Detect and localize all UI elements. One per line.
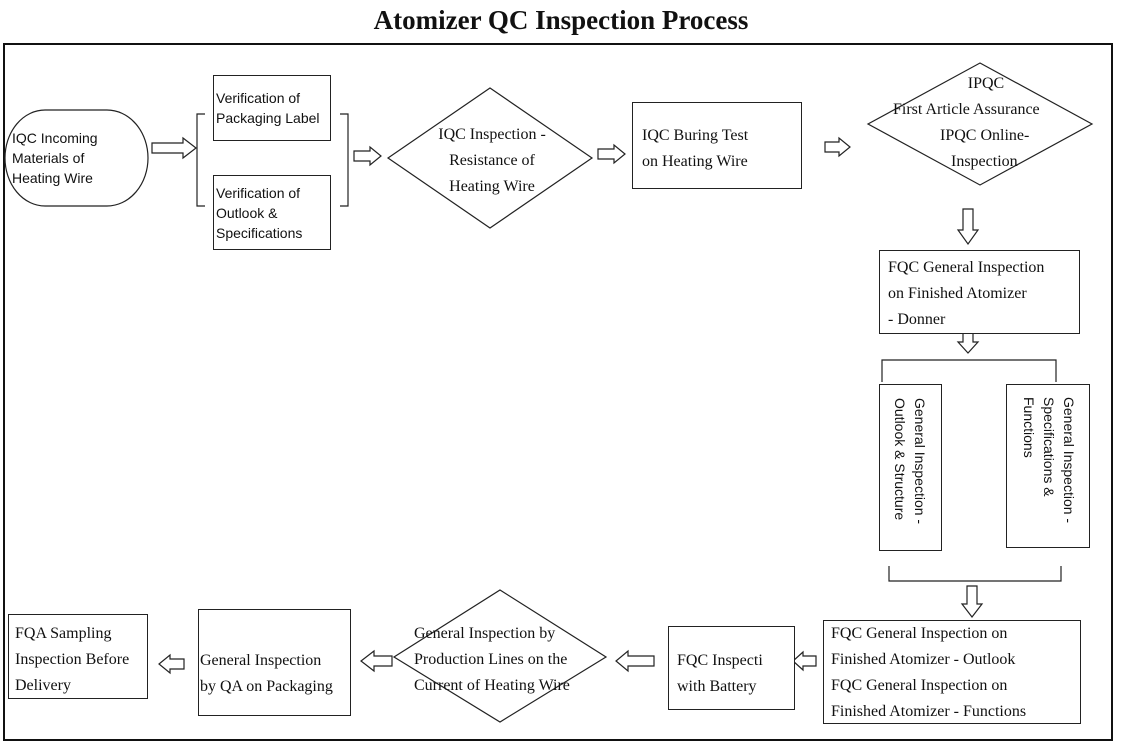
iqc-resistance-text: IQC Inspection - Resistance of Heating W… [438,126,546,195]
verify-label-text: Verification of Packaging Label [216,90,320,126]
gi-outlook-text: General Inspection - Outlook & Structure [892,398,928,525]
bracket-bottom-general [888,566,1062,582]
terminator-shape [4,109,149,207]
fqc-outlook-functions-text: FQC General Inspection on Finished Atomi… [831,625,1027,720]
gi-production-text: General Inspection by Production Lines o… [414,625,570,694]
fqa-sampling-text: FQA Sampling Inspection Before Delivery [15,625,130,694]
fqc-donner-box: FQC General Inspection on Finished Atomi… [879,250,1080,334]
decision-shape-resistance [386,87,594,229]
verify-outlook-box: Verification of Outlook & Specifications [213,175,331,250]
arrow-down [956,208,984,618]
diagram-frame [3,43,1113,741]
decision-shape-production [392,589,608,723]
verify-label-box: Verification of Packaging Label [213,75,331,141]
fqc-outlook-functions-box: FQC General Inspection on Finished Atomi… [823,620,1081,724]
fqa-sampling-box: FQA Sampling Inspection Before Delivery [8,614,148,699]
bracket-left-verify [196,113,205,207]
gi-spec-box: General Inspection - Specifications & Fu… [1006,384,1090,548]
iqc-buring-box: IQC Buring Test on Heating Wire [632,102,802,189]
page-title: Atomizer QC Inspection Process [373,5,749,35]
gi-spec-text: General Inspection - Specifications & Fu… [1021,397,1077,524]
arrow-left [158,649,817,675]
iqc-incoming-label: IQC Incoming Materials of Heating Wire [12,130,98,186]
arrow-right [151,136,851,167]
bracket-right-verify [340,113,349,207]
fqc-battery-text: FQC Inspecti with Battery [677,652,763,695]
ipqc-line-1: IPQC [967,75,1005,92]
bracket-top-general [881,359,1057,382]
fqc-donner-text: FQC General Inspection on Finished Atomi… [888,259,1045,328]
verify-outlook-text: Verification of Outlook & Specifications [216,185,303,241]
gi-outlook-box: General Inspection - Outlook & Structure [879,384,942,551]
ipqc-line-3: IPQC Online- [940,127,1030,144]
decision-shape-ipqc [866,62,1094,186]
ipqc-line-2: First Article Assurance [893,101,1040,118]
gi-qa-text: General Inspection by QA on Packaging [200,652,333,695]
fqc-battery-box: FQC Inspecti with Battery [668,626,795,710]
ipqc-line-4: Inspection [951,153,1018,170]
gi-qa-box: General Inspection by QA on Packaging [198,609,351,716]
iqc-buring-text: IQC Buring Test on Heating Wire [642,127,749,170]
